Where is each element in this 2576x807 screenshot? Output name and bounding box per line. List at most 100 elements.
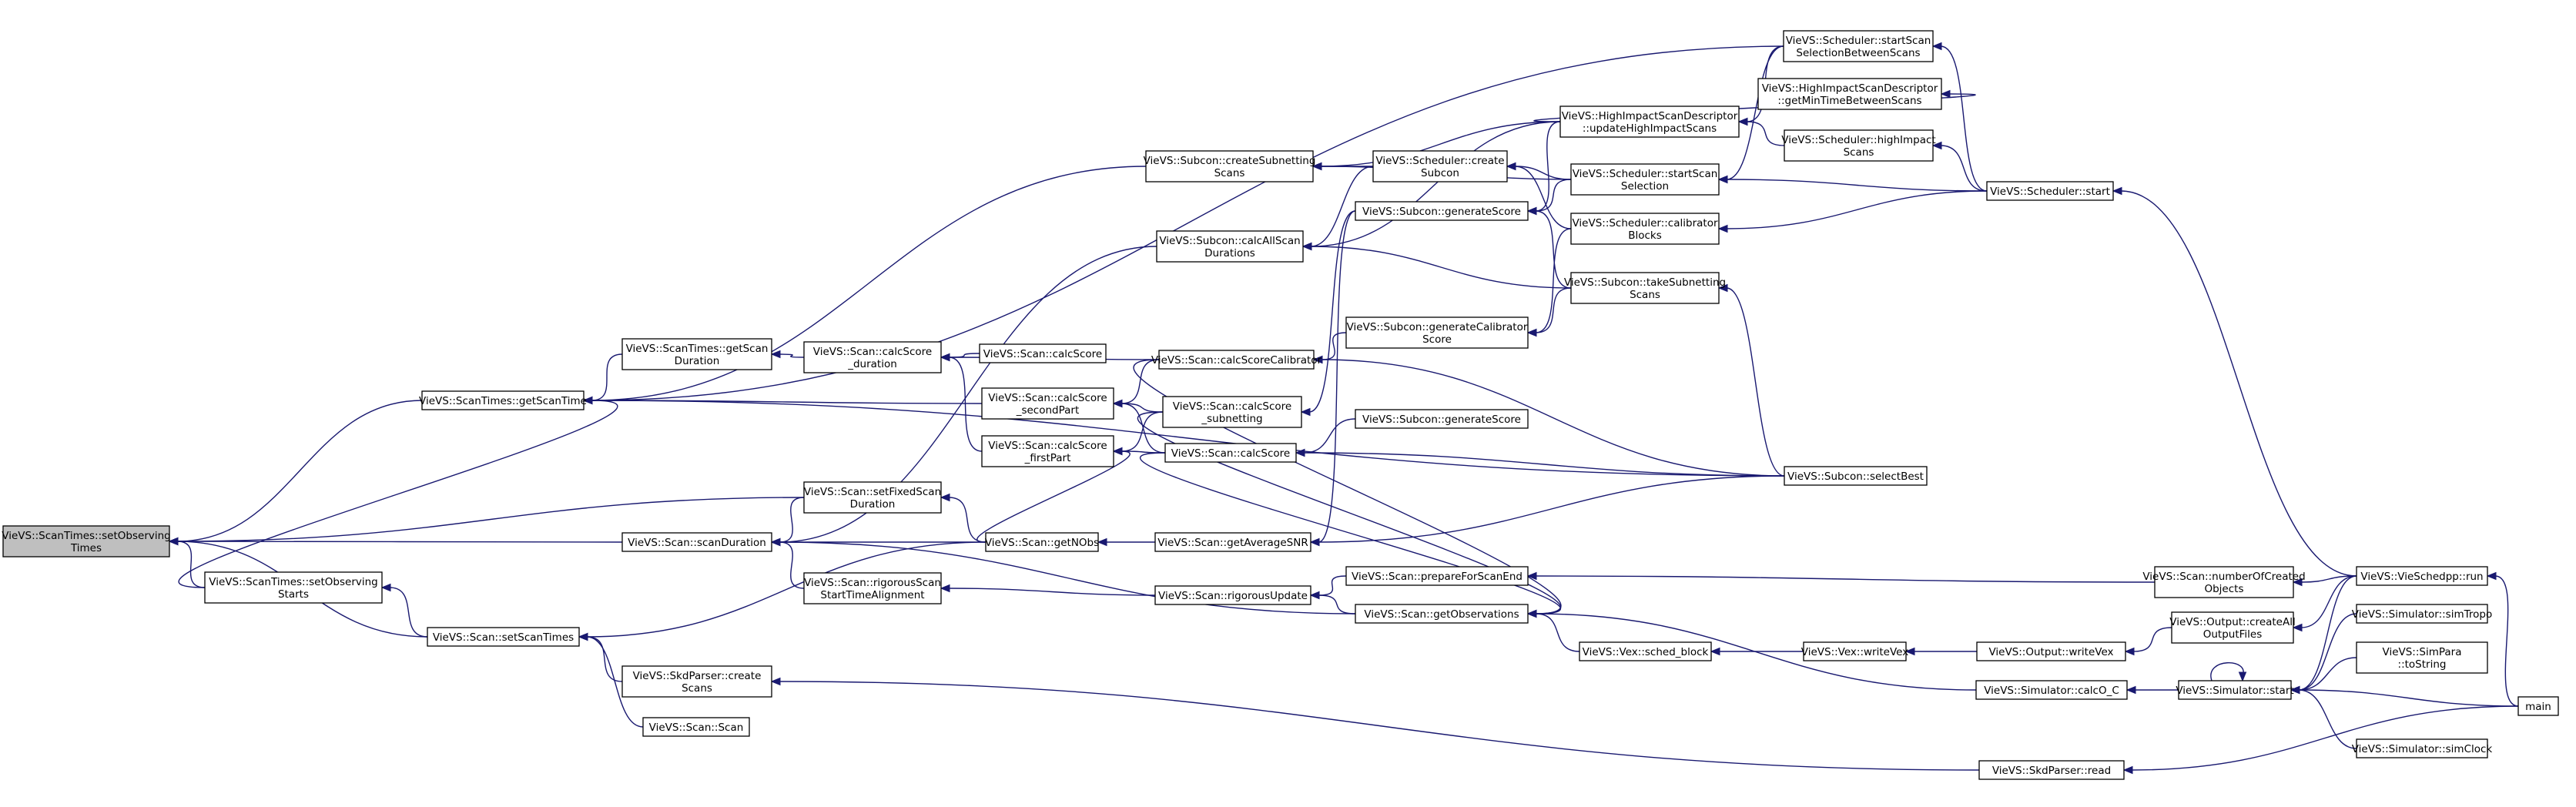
node-getMinTimeBetweenScans[interactable]: VieVS::HighImpactScanDescriptor::getMinT…	[1757, 78, 1942, 110]
node-schedBlock[interactable]: VieVS::Vex::sched_block	[1579, 641, 1712, 661]
edge-getNObs-to-setFixedScanDuration	[940, 493, 987, 543]
node-skdRead[interactable]: VieVS::SkdParser::read	[1978, 760, 2125, 780]
node-label: VieVS::Scan::scanDuration	[628, 537, 766, 549]
edge-line	[1133, 359, 1562, 614]
node-rigorousUpdate[interactable]: VieVS::Scan::rigorousUpdate	[1154, 585, 1311, 605]
node-main[interactable]: main	[2517, 696, 2559, 716]
node-selectBest[interactable]: VieVS::Subcon::selectBest	[1784, 466, 1928, 486]
edge-line	[1321, 359, 1785, 477]
edge-main-to-simStart	[2290, 685, 2519, 707]
edge-arrowhead	[1526, 206, 1537, 216]
node-generateScore1[interactable]: VieVS::Subcon::generateScore	[1355, 201, 1529, 221]
node-getScanTime[interactable]: VieVS::ScanTimes::getScanTime	[419, 390, 587, 410]
node-calcScoreSubnetting[interactable]: VieVS::Scan::calcScore_subnetting	[1162, 396, 1302, 428]
node-simClock[interactable]: VieVS::Simulator::simClock	[2352, 738, 2493, 758]
node-simStart[interactable]: VieVS::Simulator::start	[2176, 680, 2294, 700]
node-box	[1986, 181, 2114, 201]
node-label: Scans	[1630, 289, 1660, 301]
node-box	[985, 532, 1099, 552]
node-box	[1345, 566, 1529, 586]
node-schedStart[interactable]: VieVS::Scheduler::start	[1986, 181, 2114, 201]
node-label: VieVS::Scheduler::highImpact	[1781, 134, 1935, 146]
edge-line	[1320, 121, 1561, 167]
node-rigorousScanStartTimeAlignment[interactable]: VieVS::Scan::rigorousScanStartTimeAlignm…	[803, 572, 942, 604]
edge-arrowhead	[1309, 537, 1320, 547]
node-calcOC[interactable]: VieVS::Simulator::calcO_C	[1975, 680, 2128, 700]
node-box	[642, 717, 750, 737]
edge-updateHighImpactScans-to-getMinTimeBetweenScans	[1533, 89, 1976, 122]
node-scanDuration[interactable]: VieVS::Scan::scanDuration	[621, 532, 772, 552]
node-calcScoreFirstPart[interactable]: VieVS::Scan::calcScore_firstPart	[981, 435, 1114, 467]
edge-line	[779, 541, 1356, 614]
node-getAverageSNR[interactable]: VieVS::Scan::getAverageSNR	[1154, 532, 1311, 552]
edge-line	[779, 541, 805, 589]
node-box	[1355, 201, 1529, 221]
edge-line	[948, 588, 1156, 596]
node-calcScoreDuration[interactable]: VieVS::Scan::calcScore_duration	[803, 341, 942, 373]
node-box	[2178, 680, 2292, 700]
edge-line	[1121, 359, 1160, 404]
edge-getScanTime-to-setObservingTimes	[168, 400, 423, 546]
edge-startScanSelectionBetweenScans-to-getScanTime	[582, 45, 1784, 405]
node-getNObs[interactable]: VieVS::Scan::getNObs	[985, 532, 1099, 552]
node-setScanTimes[interactable]: VieVS::Scan::setScanTimes	[427, 627, 580, 647]
node-vieSchedppRun[interactable]: VieVS::VieSchedpp::run	[2356, 566, 2488, 586]
edge-calcScoreFirstPart-to-calcScoreDuration	[940, 353, 983, 452]
node-label: VieVS::Simulator::start	[2176, 685, 2293, 697]
edge-calcAllScanDurations-to-scanDuration	[770, 246, 1157, 547]
node-label: VieVS::Subcon::takeSubnetting	[1564, 276, 1726, 289]
edge-takeSubnettingScans-to-calcAllScanDurations	[1301, 242, 1572, 289]
node-startScanSelectionBetweenScans[interactable]: VieVS::Scheduler::startScanSelectionBetw…	[1783, 30, 1934, 62]
edge-line	[176, 541, 623, 543]
edge-setScanTimes-to-setObservingStarts	[380, 583, 428, 638]
edge-line	[976, 450, 1131, 543]
node-simParaToString[interactable]: VieVS::SimPara::toString	[2356, 641, 2488, 674]
node-label: VieVS::Scheduler::calibrator	[1572, 217, 1717, 229]
node-outputWriteVex[interactable]: VieVS::Output::writeVex	[1976, 641, 2126, 661]
node-generateScore2[interactable]: VieVS::Subcon::generateScore	[1355, 409, 1529, 429]
edge-arrowhead	[770, 350, 781, 359]
node-label: VieVS::Scan::numberOfCreated	[2142, 571, 2305, 583]
node-label: Blocks	[1628, 229, 1662, 242]
edge-arrowhead	[582, 396, 593, 405]
node-box	[1156, 230, 1304, 263]
edge-startScanSelectionBetweenScans-to-startScanSelection	[1717, 45, 1784, 184]
node-label: StartTimeAlignment	[820, 589, 924, 601]
node-label: Objects	[2204, 583, 2243, 595]
node-calcScoreSecondPart[interactable]: VieVS::Scan::calcScore_secondPart	[981, 387, 1114, 420]
node-box	[2356, 604, 2488, 624]
node-prepareForScanEnd[interactable]: VieVS::Scan::prepareForScanEnd	[1345, 566, 1529, 586]
edge-arrowhead	[940, 493, 950, 502]
edge-arrowhead	[1717, 283, 1728, 293]
edge-arrowhead	[1526, 328, 1537, 337]
node-label: VieVS::Scan::calcScoreCalibrator	[1151, 354, 1322, 367]
node-calcScoreCalibrator[interactable]: VieVS::Scan::calcScoreCalibrator	[1151, 350, 1322, 370]
node-getObservations[interactable]: VieVS::Scan::getObservations	[1355, 604, 1529, 624]
node-simTropo[interactable]: VieVS::Simulator::simTropo	[2352, 604, 2492, 624]
node-updateHighImpactScans[interactable]: VieVS::HighImpactScanDescriptor::updateH…	[1559, 105, 1740, 138]
node-writeVex[interactable]: VieVS::Vex::writeVex	[1801, 641, 1908, 661]
node-calcScore1[interactable]: VieVS::Scan::calcScore	[979, 343, 1107, 363]
node-label: VieVS::Scan::calcScore	[813, 346, 933, 358]
edge-line	[2300, 575, 2357, 628]
edge-line	[1940, 45, 1988, 192]
node-box	[1570, 213, 1720, 245]
node-scanScan[interactable]: VieVS::Scan::Scan	[642, 717, 750, 737]
node-calcScore2[interactable]: VieVS::Scan::calcScore	[1164, 443, 1297, 463]
edge-arrowhead	[1301, 242, 1312, 251]
